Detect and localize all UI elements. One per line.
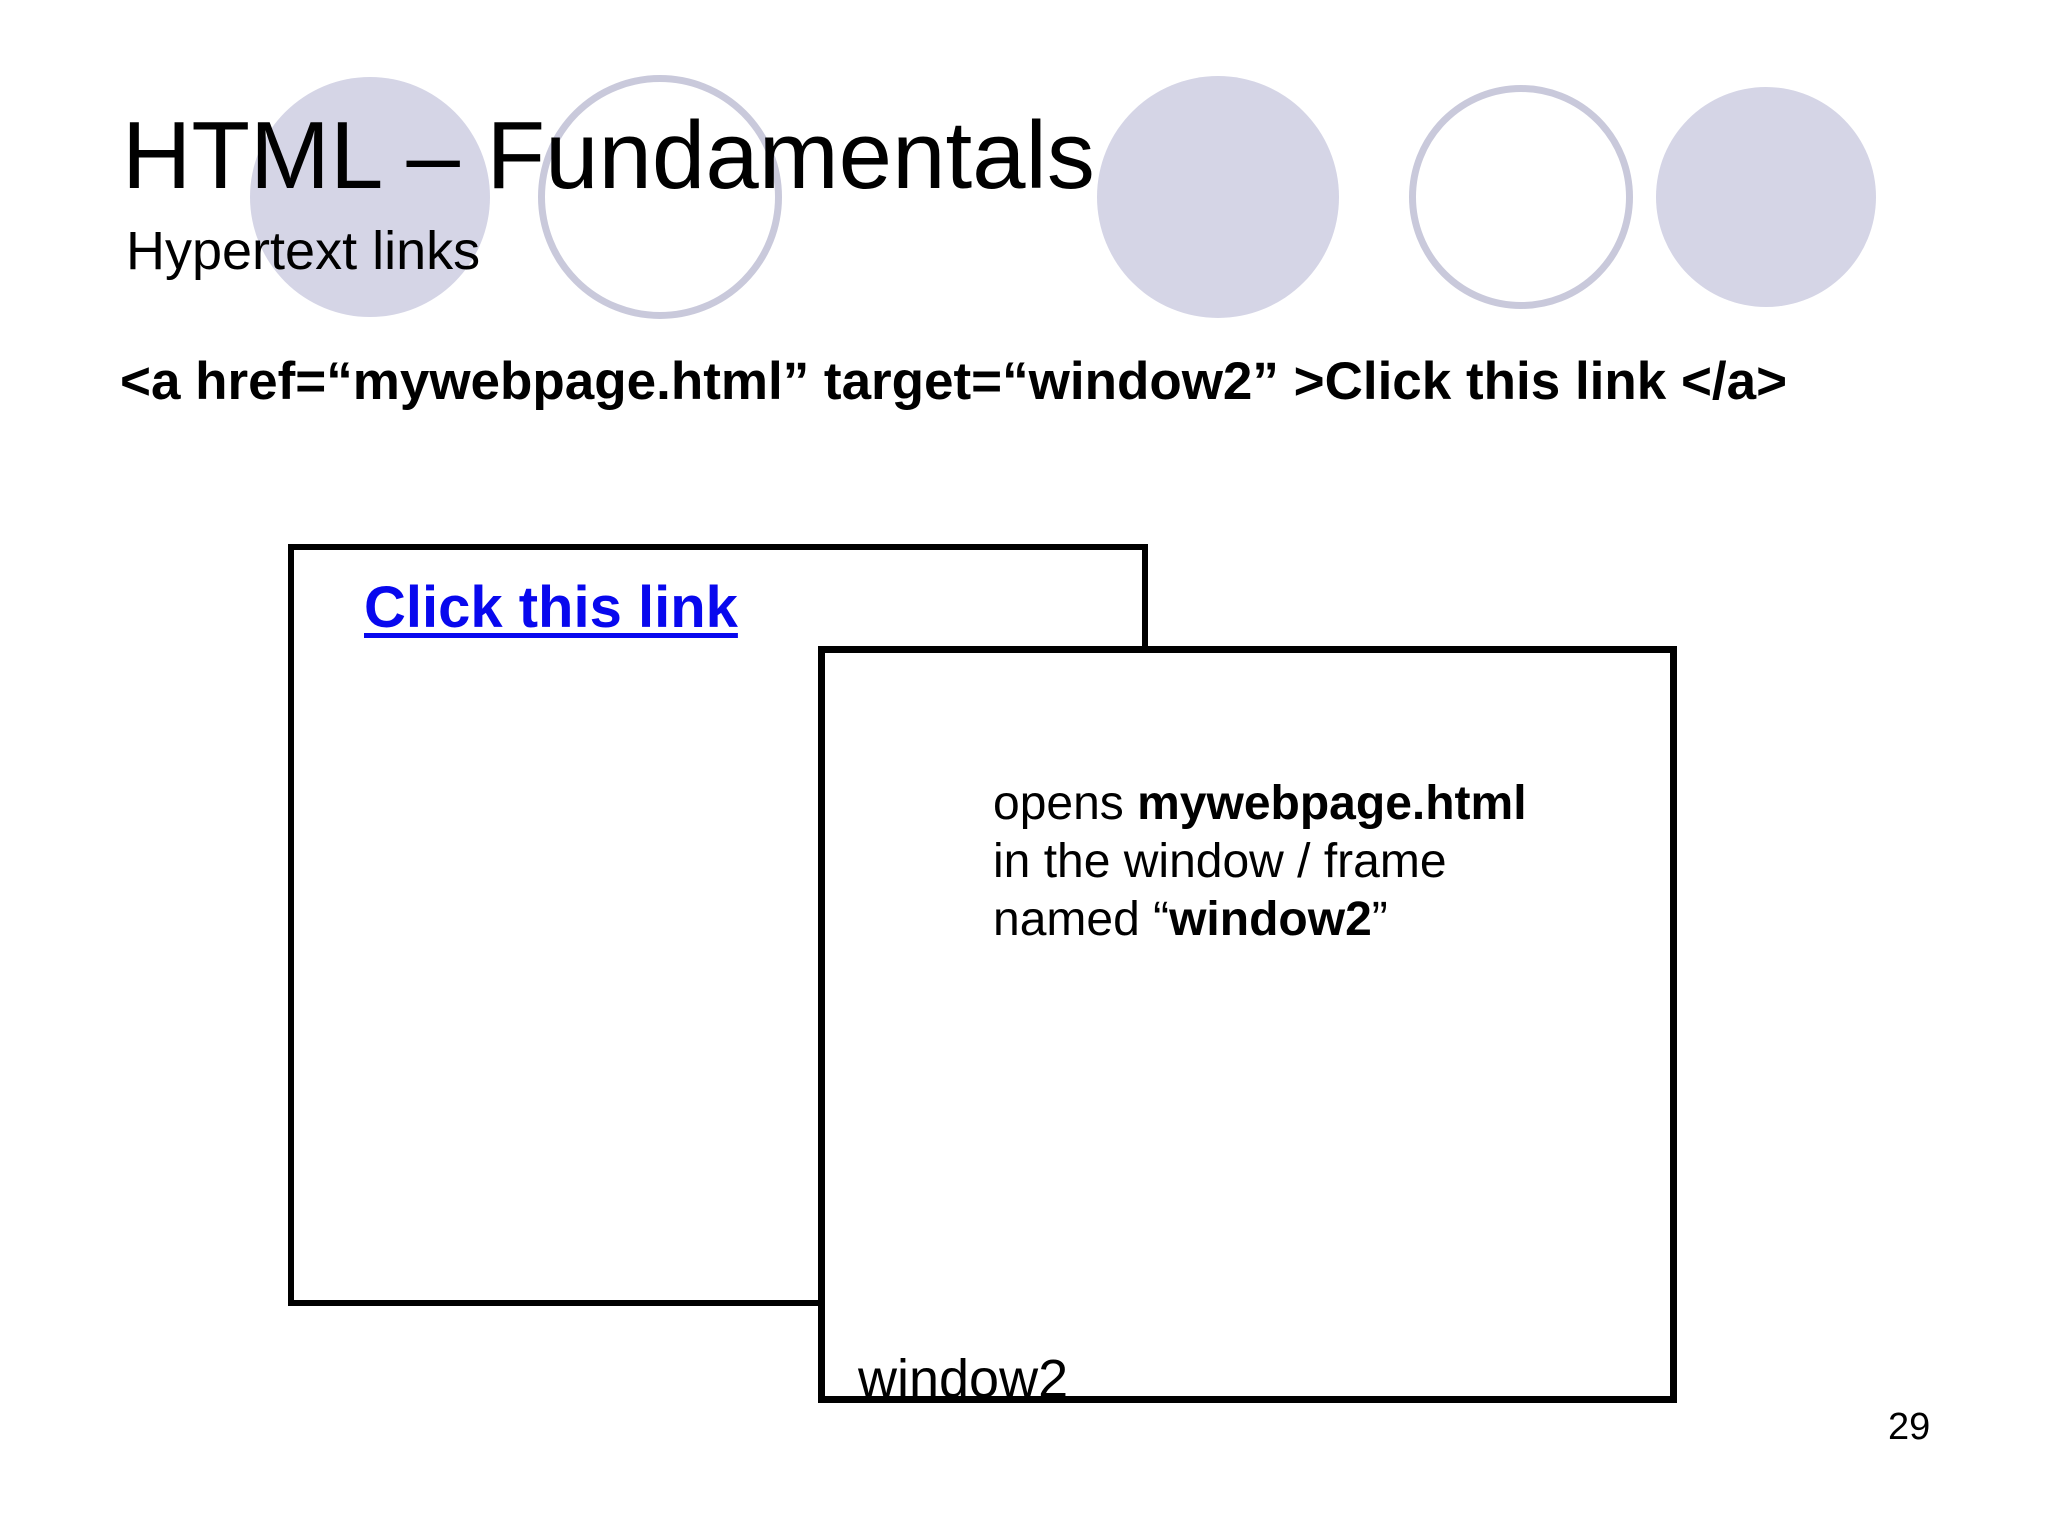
slide-title: HTML – Fundamentals <box>122 102 1095 209</box>
page-number: 29 <box>1888 1406 1931 1448</box>
click-this-link[interactable]: Click this link <box>364 575 738 640</box>
decor-circle-filled-3 <box>1656 87 1876 307</box>
decor-circle-filled-1 <box>250 77 490 317</box>
window2-label: window2 <box>858 1349 1069 1409</box>
note-line-3: named “window2” <box>993 893 1388 946</box>
decor-circle-filled-2 <box>1097 76 1339 318</box>
window2-frame: opens mywebpage.html in the window / fra… <box>818 646 1677 1407</box>
anchor-code-line: <a href=“mywebpage.html” target=“window2… <box>120 352 1788 411</box>
decor-circle-outlined-2 <box>1409 85 1633 309</box>
note-line-2: in the window / frame <box>993 835 1447 888</box>
slide-subtitle: Hypertext links <box>126 221 481 281</box>
window2-note: opens mywebpage.html in the window / fra… <box>993 775 1527 949</box>
note-line-1: opens mywebpage.html <box>993 777 1527 830</box>
decor-circle-outlined-1 <box>538 75 782 319</box>
